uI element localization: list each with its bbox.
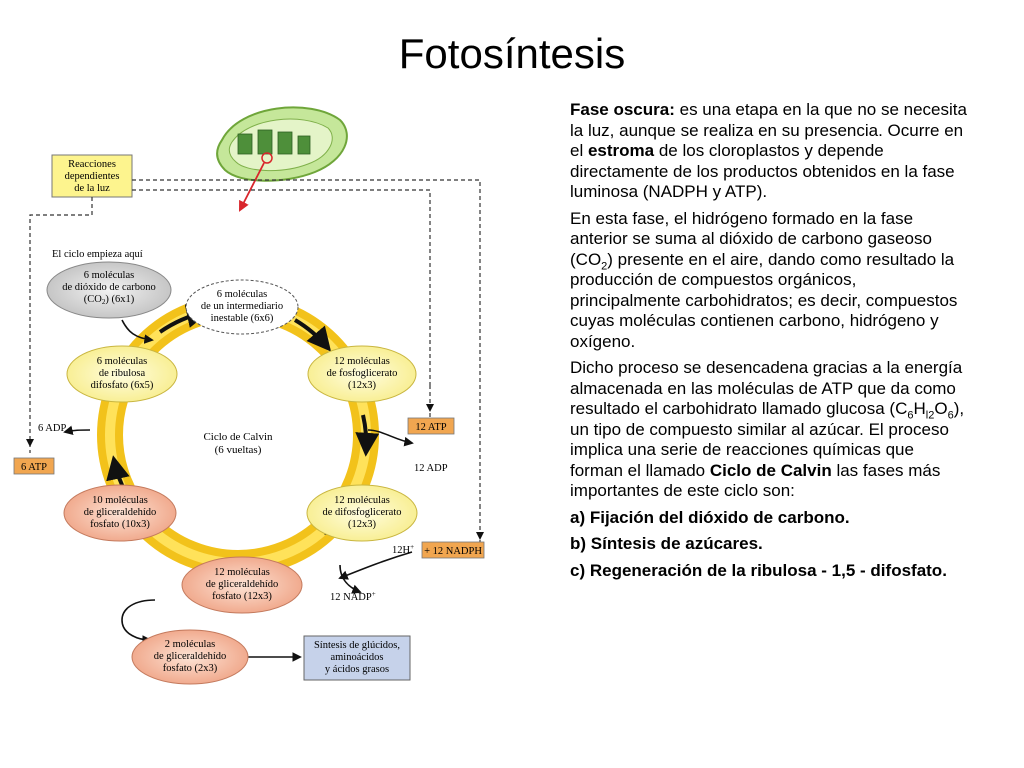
svg-text:(CO2) (6x1): (CO2) (6x1) (84, 294, 135, 306)
node-ribulosa: 6 moléculas de ribulosa difosfato (6x5) (66, 345, 178, 403)
svg-text:6 moléculas: 6 moléculas (84, 270, 134, 281)
svg-text:de gliceraldehído: de gliceraldehído (154, 651, 227, 662)
atp12-box: 12 ATP (407, 417, 455, 435)
node-co2: 6 moléculas de dióxido de carbono (CO2) … (46, 261, 172, 319)
calvin-cycle-diagram: Reacciones dependientes de la luz 6 mol (13, 106, 485, 685)
node-intermediario: 6 moléculas de un intermediario inestabl… (185, 279, 299, 335)
svg-text:6 moléculas: 6 moléculas (97, 356, 147, 367)
svg-text:fosfato (10x3): fosfato (10x3) (90, 519, 150, 530)
cycle-center-label: Ciclo de Calvin (6 vueltas) (203, 431, 273, 456)
fase-oscura-label: Fase oscura: (570, 100, 675, 119)
phase-item-c: c) Regeneración de la ribulosa - 1,5 - d… (570, 560, 947, 580)
svg-text:de un intermediario: de un intermediario (201, 301, 283, 312)
svg-text:12 moléculas: 12 moléculas (334, 356, 390, 367)
node-gliceraldehido-12: 12 moléculas de gliceraldehído fosfato (… (181, 556, 303, 614)
phase-item-b: b) Síntesis de azúcares. (570, 534, 763, 553)
paragraph-fase-oscura: Fase oscura: es una etapa en la que no s… (570, 100, 967, 201)
paragraph-atp: Dicho proceso se desencadena gracias a l… (570, 358, 965, 500)
cycle-start-label: El ciclo empieza aquí (52, 249, 143, 260)
svg-text:difosfato (6x5): difosfato (6x5) (91, 380, 154, 391)
svg-text:(6 vueltas): (6 vueltas) (215, 444, 262, 456)
svg-text:12 ATP: 12 ATP (415, 422, 446, 433)
slide-title: Fotosíntesis (398, 30, 626, 77)
side-arrows (63, 319, 414, 662)
svg-text:+ 12 NADPH: + 12 NADPH (424, 546, 482, 557)
svg-text:de fosfoglicerato: de fosfoglicerato (327, 368, 398, 379)
svg-text:inestable (6x6): inestable (6x6) (211, 313, 274, 324)
node-gliceraldehido-2: 2 moléculas de gliceraldehído fosfato (2… (131, 629, 249, 685)
svg-text:aminoácidos: aminoácidos (330, 652, 383, 663)
svg-text:10 moléculas: 10 moléculas (92, 495, 148, 506)
atp6-box: 6 ATP (13, 457, 55, 475)
node-fosfoglicerato: 12 moléculas de fosfoglicerato (12x3) (307, 345, 417, 403)
svg-text:fosfato (12x3): fosfato (12x3) (212, 591, 272, 602)
svg-text:12 moléculas: 12 moléculas (334, 495, 390, 506)
node-difosfoglicerato: 12 moléculas de difosfoglicerato (12x3) (306, 484, 418, 542)
svg-text:de gliceraldehído: de gliceraldehído (206, 579, 279, 590)
light-reactions-line: dependientes (65, 171, 120, 182)
svg-text:de gliceraldehído: de gliceraldehído (84, 507, 157, 518)
svg-text:y ácidos grasos: y ácidos grasos (325, 664, 389, 675)
svg-text:de ribulosa: de ribulosa (99, 368, 146, 379)
svg-text:6 ATP: 6 ATP (21, 462, 47, 473)
svg-text:Ciclo de Calvin: Ciclo de Calvin (203, 431, 273, 443)
svg-text:Síntesis de glúcidos,: Síntesis de glúcidos, (314, 640, 400, 651)
nadph12-box: + 12 NADPH (421, 541, 485, 559)
svg-text:de dióxido de carbono: de dióxido de carbono (62, 282, 156, 293)
paragraph-hidrogeno: En esta fase, el hidrógeno formado en la… (570, 208, 958, 351)
nadp12-label: 12 NADP+ (330, 590, 376, 603)
svg-text:fosfato (2x3): fosfato (2x3) (163, 663, 218, 674)
adp6-label: 6 ADP (38, 423, 66, 434)
light-reactions-line: de la luz (74, 183, 110, 194)
energy-dashed-lines (29, 179, 481, 545)
phase-item-a: a) Fijación del dióxido de carbono. (570, 507, 850, 527)
svg-text:6 moléculas: 6 moléculas (217, 289, 267, 300)
svg-text:(12x3): (12x3) (348, 380, 376, 391)
chloroplast-illustration (216, 106, 348, 212)
text-panel: Fase oscura: es una etapa en la que no s… (570, 100, 970, 587)
svg-text:12 moléculas: 12 moléculas (214, 567, 270, 578)
svg-text:2 moléculas: 2 moléculas (165, 639, 215, 650)
svg-text:(12x3): (12x3) (348, 519, 376, 530)
light-reactions-box: Reacciones dependientes de la luz (51, 154, 133, 198)
node-gliceraldehido-10: 10 moléculas de gliceraldehído fosfato (… (63, 484, 177, 542)
svg-text:de difosfoglicerato: de difosfoglicerato (322, 507, 401, 518)
light-reactions-line: Reacciones (68, 159, 116, 170)
synthesis-box: Síntesis de glúcidos, aminoácidos y ácid… (303, 635, 411, 681)
adp12-label: 12 ADP (414, 463, 448, 474)
h12-label: 12H+ (392, 543, 414, 556)
